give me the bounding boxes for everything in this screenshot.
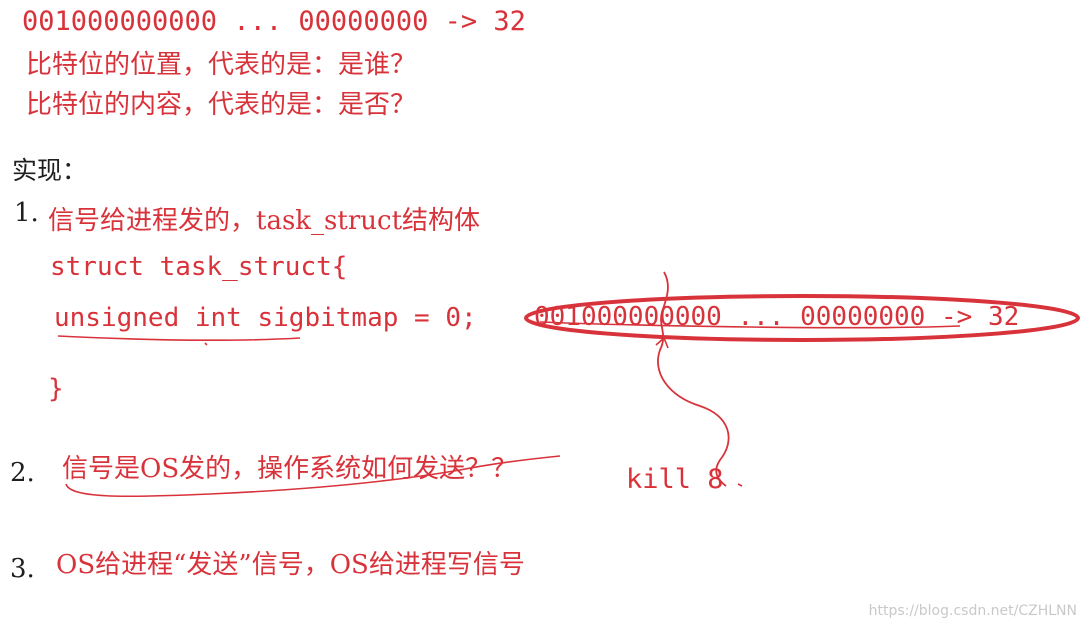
field-underline-annotation <box>57 335 301 341</box>
code-struct-open: struct task_struct{ <box>50 252 348 282</box>
code-field-sigbitmap: unsigned int sigbitmap = 0; <box>54 303 477 333</box>
item-2-text: 信号是OS发的，操作系统如何发送？？ <box>62 454 518 484</box>
bitmap-line-top: 001000000000 ... 00000000 -> 32 <box>22 6 526 37</box>
question-bit-content: 比特位的内容，代表的是：是否？ <box>26 90 417 120</box>
question-bit-position: 比特位的位置，代表的是：是谁？ <box>26 50 417 80</box>
item-1-number: 1. <box>14 198 39 228</box>
item-1-text: 信号给进程发的，task_struct结构体 <box>48 206 481 236</box>
code-struct-close: } <box>48 374 64 404</box>
connector-arrow-head <box>655 336 669 349</box>
kill-note: kill 8 <box>626 464 724 495</box>
item-3-number: 3. <box>10 554 35 584</box>
source-watermark: https://blog.csdn.net/CZHLNN <box>868 603 1077 619</box>
item-2-number: 2. <box>10 458 35 488</box>
field-underline-tick <box>204 342 208 346</box>
code-bitmap-circled: 001000000000 ... 00000000 -> 32 <box>534 302 1020 332</box>
kill-note-mark <box>737 483 743 487</box>
implementation-heading: 实现： <box>12 156 88 185</box>
item-3-text: OS给进程“发送”信号，OS给进程写信号 <box>56 550 525 580</box>
